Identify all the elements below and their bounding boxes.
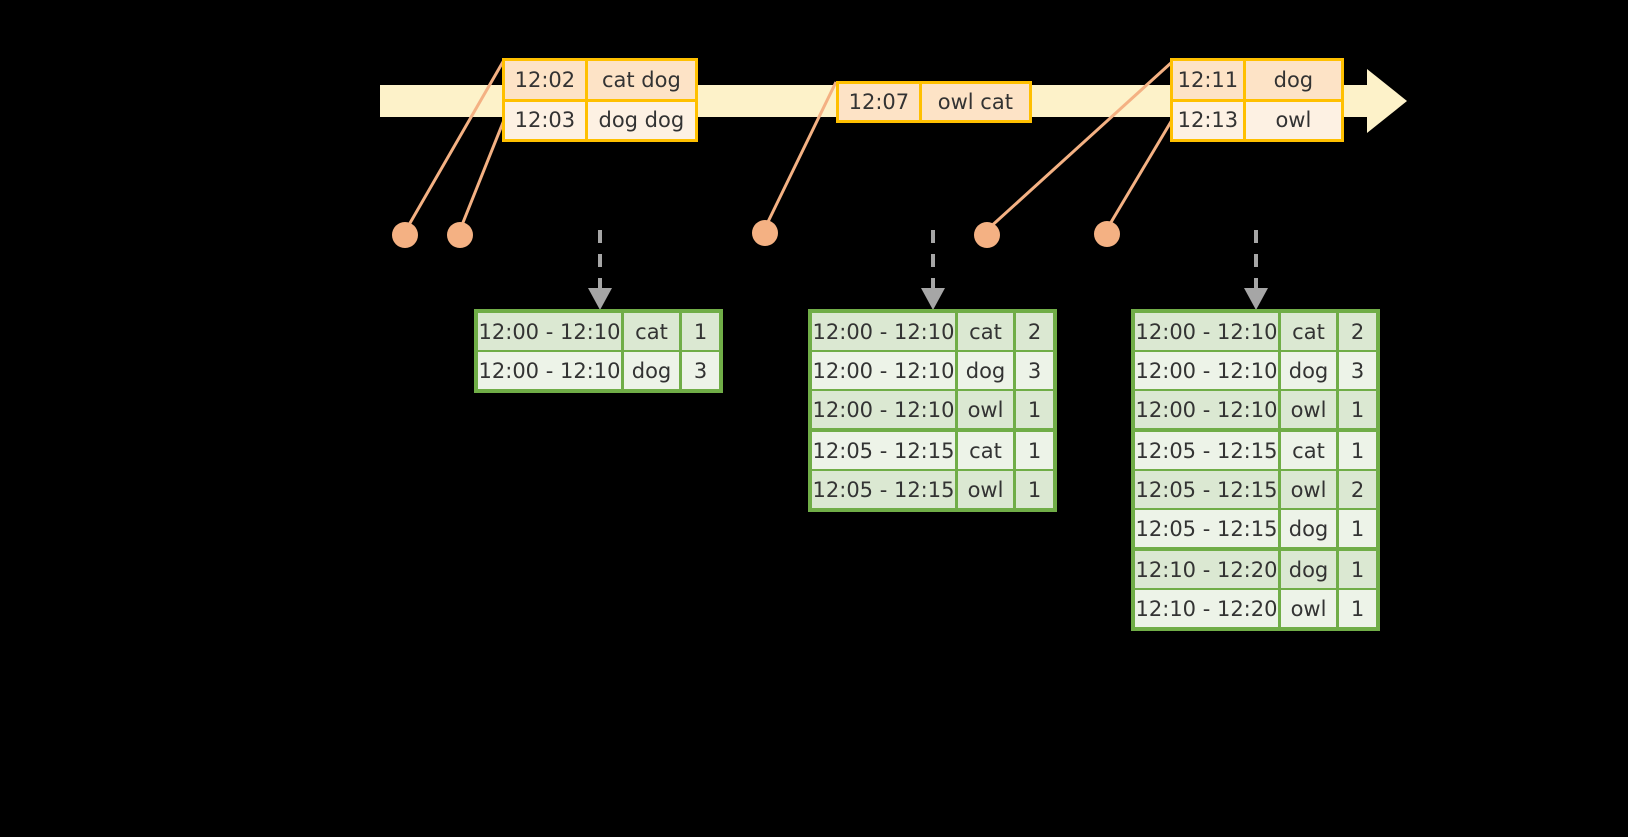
cell-window: 12:00 - 12:10	[1135, 352, 1281, 389]
cell-key: owl	[1281, 391, 1339, 428]
event-row[interactable]: 12:02 cat dog	[505, 61, 695, 99]
flow-arrow-2	[921, 230, 945, 310]
cell-window: 12:00 - 12:10	[478, 352, 624, 389]
event-time: 12:03	[505, 101, 588, 139]
cell-count: 2	[1339, 313, 1376, 350]
cell-window: 12:05 - 12:15	[812, 471, 958, 508]
cell-count: 2	[1339, 471, 1376, 508]
cell-key: cat	[1281, 432, 1339, 469]
cell-key: dog	[958, 352, 1016, 389]
flow-arrow-3	[1244, 230, 1268, 310]
cell-window: 12:00 - 12:10	[1135, 391, 1281, 428]
event-row[interactable]: 12:07 owl cat	[839, 84, 1029, 120]
cell-count: 3	[1016, 352, 1053, 389]
cell-window: 12:10 - 12:20	[1135, 551, 1281, 588]
event-marker-5	[1094, 221, 1120, 247]
cell-count: 1	[1339, 551, 1376, 588]
cell-window: 12:00 - 12:10	[812, 391, 958, 428]
event-group-2[interactable]: 12:07 owl cat	[836, 81, 1032, 123]
cell-key: owl	[958, 391, 1016, 428]
flow-arrow-1	[588, 230, 612, 310]
event-marker-2	[447, 222, 473, 248]
cell-window: 12:00 - 12:10	[812, 313, 958, 350]
cell-window: 12:05 - 12:15	[1135, 510, 1281, 547]
cell-window: 12:05 - 12:15	[1135, 471, 1281, 508]
cell-count: 1	[1339, 510, 1376, 547]
event-row[interactable]: 12:03 dog dog	[505, 98, 695, 139]
event-group-1[interactable]: 12:02 cat dog 12:03 dog dog	[502, 58, 698, 142]
cell-window: 12:00 - 12:10	[478, 313, 624, 350]
event-row[interactable]: 12:11 dog	[1173, 61, 1341, 99]
event-time: 12:11	[1173, 61, 1246, 99]
cell-key: dog	[1281, 551, 1339, 588]
cell-key: cat	[624, 313, 682, 350]
cell-count: 1	[1016, 432, 1053, 469]
cell-count: 1	[1339, 590, 1376, 627]
event-value: dog dog	[587, 101, 695, 139]
cell-key: dog	[1281, 510, 1339, 547]
cell-key: cat	[1281, 313, 1339, 350]
cell-count: 3	[682, 352, 719, 389]
event-value: cat dog	[587, 61, 695, 99]
cell-window: 12:10 - 12:20	[1135, 590, 1281, 627]
event-time: 12:13	[1173, 101, 1246, 139]
cell-window: 12:00 - 12:10	[812, 352, 958, 389]
cell-key: owl	[958, 471, 1016, 508]
event-value: owl cat	[921, 84, 1029, 120]
event-row[interactable]: 12:13 owl	[1173, 98, 1341, 139]
event-value: dog	[1245, 61, 1341, 99]
cell-window: 12:05 - 12:15	[1135, 432, 1281, 469]
event-group-3[interactable]: 12:11 dog 12:13 owl	[1170, 58, 1344, 142]
cell-key: cat	[958, 432, 1016, 469]
cell-count: 1	[1339, 391, 1376, 428]
cell-count: 2	[1016, 313, 1053, 350]
cell-count: 1	[1339, 432, 1376, 469]
timeline-arrowhead	[1367, 69, 1407, 133]
event-marker-1	[392, 222, 418, 248]
cell-key: owl	[1281, 471, 1339, 508]
cell-count: 1	[682, 313, 719, 350]
cell-key: dog	[1281, 352, 1339, 389]
cell-key: cat	[958, 313, 1016, 350]
cell-count: 1	[1016, 471, 1053, 508]
cell-key: owl	[1281, 590, 1339, 627]
cell-key: dog	[624, 352, 682, 389]
event-time: 12:07	[839, 84, 922, 120]
cell-window: 12:05 - 12:15	[812, 432, 958, 469]
event-marker-4	[974, 222, 1000, 248]
cell-count: 3	[1339, 352, 1376, 389]
cell-count: 1	[1016, 391, 1053, 428]
event-value: owl	[1245, 101, 1341, 139]
cell-window: 12:00 - 12:10	[1135, 313, 1281, 350]
event-time: 12:02	[505, 61, 588, 99]
event-marker-3	[752, 220, 778, 246]
